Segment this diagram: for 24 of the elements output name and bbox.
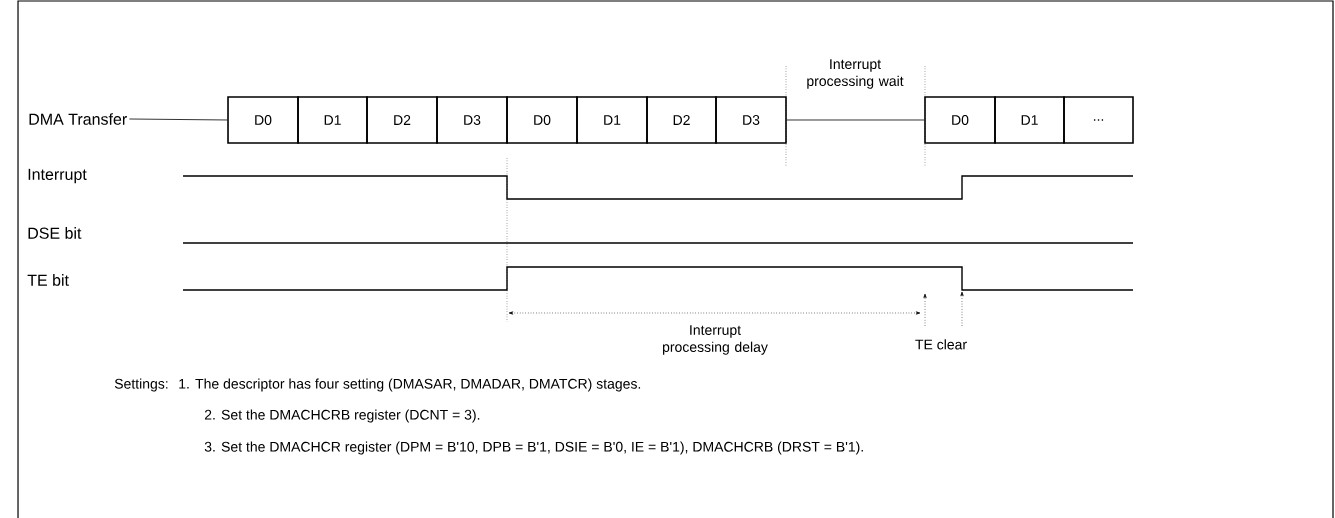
settings-item: 3. Set the DMACHCR register (DPM = B'10, DPB = B'1, DSIE = B'0, IE = B'1), DMACHCRB (DRST = B'1). — [204, 441, 863, 455]
data-box: D0 — [227, 96, 299, 144]
data-box: D3 — [715, 96, 787, 144]
data-box: D1 — [994, 96, 1065, 144]
settings-item: 1. The descriptor has four setting (DMASAR, DMADAR, DMATCR) stages. — [179, 378, 641, 392]
settings-item: 2. Set the DMACHCRB register (DCNT = 3). — [204, 409, 480, 423]
signal-name: TE bit — [27, 274, 69, 286]
data-box: D0 — [506, 96, 578, 144]
data-box: D2 — [366, 96, 438, 144]
note: TE clear — [915, 339, 967, 350]
connector-line — [786, 119, 925, 121]
data-box: D1 — [576, 96, 648, 144]
data-box: D3 — [436, 96, 508, 144]
data-box: D1 — [297, 96, 368, 144]
signal-name: Interrupt — [28, 168, 87, 184]
data-box: ... — [1063, 96, 1134, 144]
data-box: D0 — [924, 96, 996, 144]
note: Interrupt processing wait — [807, 59, 904, 89]
note: Interrupt processing delay — [663, 325, 768, 355]
data-box: D2 — [646, 96, 717, 144]
settings-heading: Settings: — [114, 378, 168, 392]
connector-line — [129, 118, 228, 121]
signal-name: DMA Transfer — [29, 113, 127, 125]
signal-name: DSE bit — [28, 227, 82, 239]
